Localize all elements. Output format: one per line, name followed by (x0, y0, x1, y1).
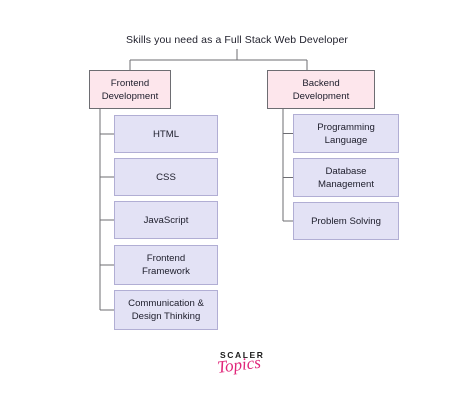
skill-html: HTML (114, 115, 218, 153)
skill-frontend-framework-label: Frontend Framework (142, 253, 190, 277)
skill-problem-solving: Problem Solving (293, 202, 399, 240)
skill-communication-design-label: Communication & Design Thinking (128, 298, 204, 322)
diagram-title: Skills you need as a Full Stack Web Deve… (126, 34, 348, 46)
skill-html-label: HTML (152, 128, 180, 140)
logo-wordmark-top: SCALER (220, 350, 265, 360)
skill-problem-solving-label: Problem Solving (311, 215, 381, 227)
skill-css: CSS (114, 158, 218, 196)
skill-css-label: CSS (156, 171, 176, 183)
category-backend-label: Backend Development (292, 77, 350, 102)
category-backend: Backend Development (267, 70, 375, 109)
skill-communication-design: Communication & Design Thinking (114, 290, 218, 330)
logo-wordmark-bottom: Topics (216, 352, 262, 377)
category-frontend: Frontend Development (89, 70, 171, 109)
skill-programming-language-label: Programming Language (317, 121, 375, 146)
category-frontend-label: Frontend Development (101, 77, 159, 102)
skill-programming-language: Programming Language (293, 114, 399, 153)
skill-javascript-label: JavaScript (143, 214, 189, 226)
skill-javascript: JavaScript (114, 201, 218, 239)
skill-frontend-framework: Frontend Framework (114, 245, 218, 285)
skill-database-management: Database Management (293, 158, 399, 197)
skill-database-management-label: Database Management (318, 165, 374, 190)
scaler-topics-logo: SCALER Topics (200, 350, 280, 390)
